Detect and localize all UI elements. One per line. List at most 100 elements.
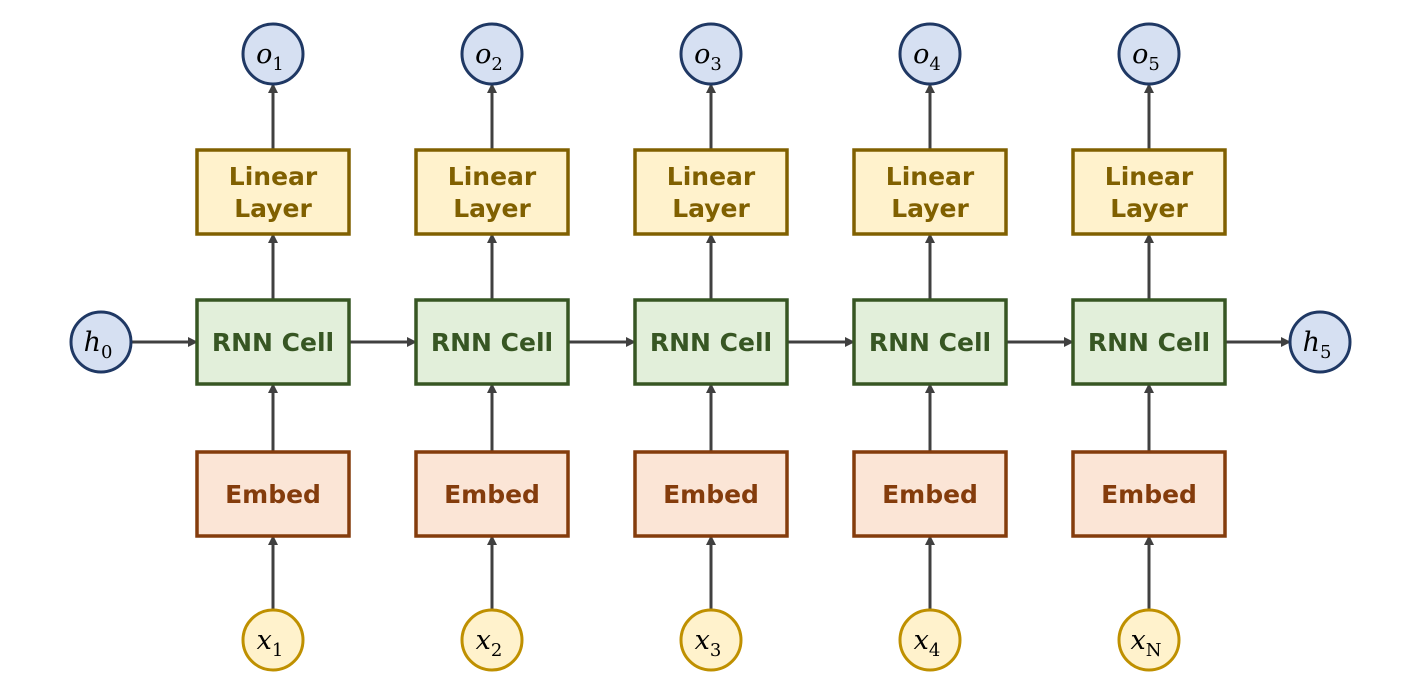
output-node-1-variable: o xyxy=(256,39,272,70)
linear-layer-box-3-label-1: Linear xyxy=(667,162,756,191)
output-node-4-circle xyxy=(898,22,962,86)
rnn-cell-box-4-label: RNN Cell xyxy=(869,328,991,357)
output-node-2-subscript: 2 xyxy=(491,54,502,75)
rnn-cell-box-5-rect xyxy=(1071,298,1227,386)
rnn-cell-box-3-label: RNN Cell xyxy=(650,328,772,357)
embed-box-5: Embed xyxy=(1071,450,1227,538)
arrows-layer xyxy=(131,83,1291,610)
input-node-2: x2 xyxy=(460,608,524,672)
linear-layer-box-5-label-1: Linear xyxy=(1105,162,1194,191)
embed-box-1: Embed xyxy=(195,450,351,538)
embed-box-1-rect xyxy=(195,450,351,538)
rnn-cell-box-1: RNN Cell xyxy=(195,298,351,386)
input-node-2-label: x2 xyxy=(476,625,503,661)
output-node-4-label: o4 xyxy=(913,39,941,75)
input-node-5-variable: x xyxy=(1131,625,1146,656)
linear-layer-box-1-label-2: Layer xyxy=(234,194,312,223)
input-node-4-variable: x xyxy=(914,625,929,656)
rnn-cell-box-1-label: RNN Cell xyxy=(212,328,334,357)
embed-box-3-label: Embed xyxy=(663,480,759,509)
embed-box-2: Embed xyxy=(414,450,570,538)
output-node-4: o4 xyxy=(898,22,962,86)
output-node-1-circle xyxy=(241,22,305,86)
rnn-cell-box-1-rect xyxy=(195,298,351,386)
embed-box-3-rect xyxy=(633,450,789,538)
embed-box-1-label: Embed xyxy=(225,480,321,509)
hidden-state-final-node-subscript: 5 xyxy=(1320,342,1331,363)
rnn-cell-box-3: RNN Cell xyxy=(633,298,789,386)
hidden-state-final-node: h5 xyxy=(1288,310,1352,374)
rnn-cell-box-2-label: RNN Cell xyxy=(431,328,553,357)
output-node-3-variable: o xyxy=(694,39,710,70)
input-node-2-subscript: 2 xyxy=(491,640,502,661)
output-node-5-variable: o xyxy=(1132,39,1148,70)
output-node-3-subscript: 3 xyxy=(710,54,721,75)
output-node-2-circle xyxy=(460,22,524,86)
embed-box-3: Embed xyxy=(633,450,789,538)
input-node-5: xN xyxy=(1117,608,1181,672)
rnn-cell-box-4: RNN Cell xyxy=(852,298,1008,386)
linear-layer-box-5-label-2: Layer xyxy=(1110,194,1188,223)
linear-layer-box-2-label-2: Layer xyxy=(453,194,531,223)
embed-box-2-rect xyxy=(414,450,570,538)
hidden-state-final-node-label: h5 xyxy=(1303,327,1332,363)
embed-box-5-label: Embed xyxy=(1101,480,1197,509)
output-node-2: o2 xyxy=(460,22,524,86)
input-node-4: x4 xyxy=(898,608,962,672)
input-node-3-label: x3 xyxy=(695,625,722,661)
hidden-state-final-node-circle xyxy=(1288,310,1352,374)
input-node-1-variable: x xyxy=(257,625,272,656)
output-node-1: o1 xyxy=(241,22,305,86)
hidden-state-initial-node-label: h0 xyxy=(84,327,113,363)
hidden-state-initial-node-circle xyxy=(69,310,133,374)
input-node-3-variable: x xyxy=(695,625,710,656)
linear-layer-box-2-rect xyxy=(414,148,570,236)
hidden-state-initial-node-subscript: 0 xyxy=(101,342,112,363)
output-node-4-variable: o xyxy=(913,39,929,70)
hidden-state-initial-node: h0 xyxy=(69,310,133,374)
input-node-1: x1 xyxy=(241,608,305,672)
linear-layer-box-2-label-1: Linear xyxy=(448,162,537,191)
rnn-cell-box-2-rect xyxy=(414,298,570,386)
rnn-cell-box-5-label: RNN Cell xyxy=(1088,328,1210,357)
input-node-5-subscript: N xyxy=(1146,640,1162,661)
output-node-5-circle xyxy=(1117,22,1181,86)
linear-layer-box-4-label-2: Layer xyxy=(891,194,969,223)
input-node-4-subscript: 4 xyxy=(929,640,940,661)
linear-layer-box-4-label-1: Linear xyxy=(886,162,975,191)
embed-box-2-label: Embed xyxy=(444,480,540,509)
embed-box-4: Embed xyxy=(852,450,1008,538)
output-node-5-label: o5 xyxy=(1132,39,1160,75)
rnn-cell-box-2: RNN Cell xyxy=(414,298,570,386)
linear-layer-box-3-rect xyxy=(633,148,789,236)
linear-layer-box-5-rect xyxy=(1071,148,1227,236)
output-node-3-circle xyxy=(679,22,743,86)
input-node-3: x3 xyxy=(679,608,743,672)
rnn-cell-box-3-rect xyxy=(633,298,789,386)
input-node-2-variable: x xyxy=(476,625,491,656)
input-node-1-subscript: 1 xyxy=(272,640,283,661)
linear-layer-box-1-label-1: Linear xyxy=(229,162,318,191)
linear-layer-box-1-rect xyxy=(195,148,351,236)
input-node-3-subscript: 3 xyxy=(710,640,721,661)
rnn-cell-box-5: RNN Cell xyxy=(1071,298,1227,386)
output-node-3: o3 xyxy=(679,22,743,86)
embed-box-4-label: Embed xyxy=(882,480,978,509)
output-node-3-label: o3 xyxy=(694,39,722,75)
input-node-1-circle xyxy=(241,608,305,672)
embed-box-5-rect xyxy=(1071,450,1227,538)
embed-box-4-rect xyxy=(852,450,1008,538)
input-node-4-circle xyxy=(898,608,962,672)
input-node-4-label: x4 xyxy=(914,625,941,661)
linear-layer-box-4-rect xyxy=(852,148,1008,236)
rnn-cell-box-4-rect xyxy=(852,298,1008,386)
output-node-5-subscript: 5 xyxy=(1148,54,1159,75)
hidden-state-final-node-variable: h xyxy=(1303,327,1320,358)
output-node-5: o5 xyxy=(1117,22,1181,86)
